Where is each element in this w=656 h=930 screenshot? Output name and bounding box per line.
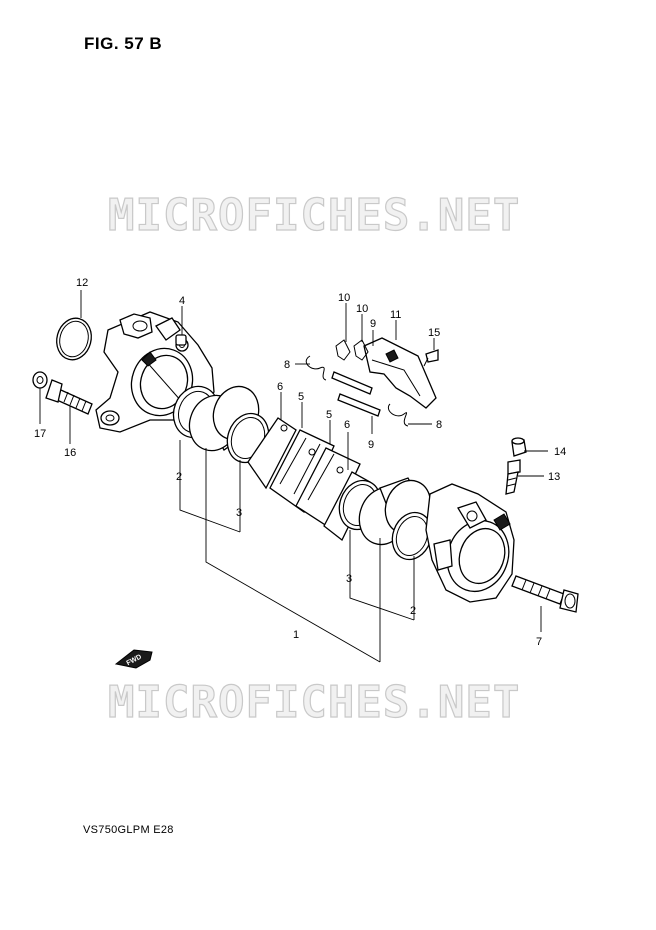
watermark-bottom: MICROFICHES.NET [108, 677, 520, 728]
part-15-screw [423, 349, 439, 367]
part-16-bolt [45, 379, 93, 415]
part-11-pad-spring [363, 337, 437, 409]
callout-10-left: 10 [338, 292, 350, 304]
part-13-bleeder-valve [505, 459, 521, 495]
callout-9-upper: 9 [370, 318, 376, 330]
leader-lines [39, 290, 548, 663]
figure-title: FIG. 57 B [84, 34, 163, 53]
callout-7: 7 [536, 636, 542, 648]
callout-2-left: 2 [176, 471, 182, 483]
callout-3-right: 3 [346, 573, 352, 585]
part-6-shim-left [247, 417, 297, 490]
callout-5-right: 5 [326, 409, 332, 421]
part-5-pad-right [295, 447, 361, 529]
callout-8-lower: 8 [436, 419, 442, 431]
part-10-clip-right [353, 339, 369, 361]
callout-12: 12 [76, 277, 88, 289]
part-9-pin-upper [331, 371, 373, 395]
callout-16: 16 [64, 447, 76, 459]
caliper-right-half [425, 483, 515, 603]
callout-9-lower: 9 [368, 439, 374, 451]
part-9-pin-lower [337, 393, 381, 417]
part-8-clip-lower [388, 403, 409, 427]
callout-17: 17 [34, 428, 46, 440]
part-5-pad-left [269, 429, 335, 513]
callout-5-left: 5 [298, 391, 304, 403]
callout-4: 4 [179, 295, 185, 307]
part-10-clip-left [335, 339, 351, 361]
part-8-clip-upper [305, 355, 327, 381]
callout-2-right: 2 [410, 605, 416, 617]
callout-15: 15 [428, 327, 440, 339]
callout-14: 14 [554, 446, 566, 458]
callout-1: 1 [293, 629, 299, 641]
part-17-washer [32, 371, 48, 389]
callout-13: 13 [548, 471, 560, 483]
callout-8-upper: 8 [284, 359, 290, 371]
callout-10-right: 10 [356, 303, 368, 315]
callout-6-right: 6 [344, 419, 350, 431]
forward-arrow-icon: FWD [114, 649, 153, 669]
callout-6-left: 6 [277, 381, 283, 393]
part-14-cap [511, 437, 527, 457]
model-code: VS750GLPM E28 [83, 824, 174, 836]
watermark-top: MICROFICHES.NET [108, 190, 520, 241]
callout-11: 11 [390, 309, 401, 321]
part-7-bolt [511, 575, 579, 613]
part-4-plug [175, 334, 187, 346]
part-12-seal [56, 317, 92, 361]
callout-3-left: 3 [236, 507, 242, 519]
callout-labels: 12 4 17 16 2 3 6 5 5 6 8 10 10 9 11 15 8… [34, 277, 566, 648]
